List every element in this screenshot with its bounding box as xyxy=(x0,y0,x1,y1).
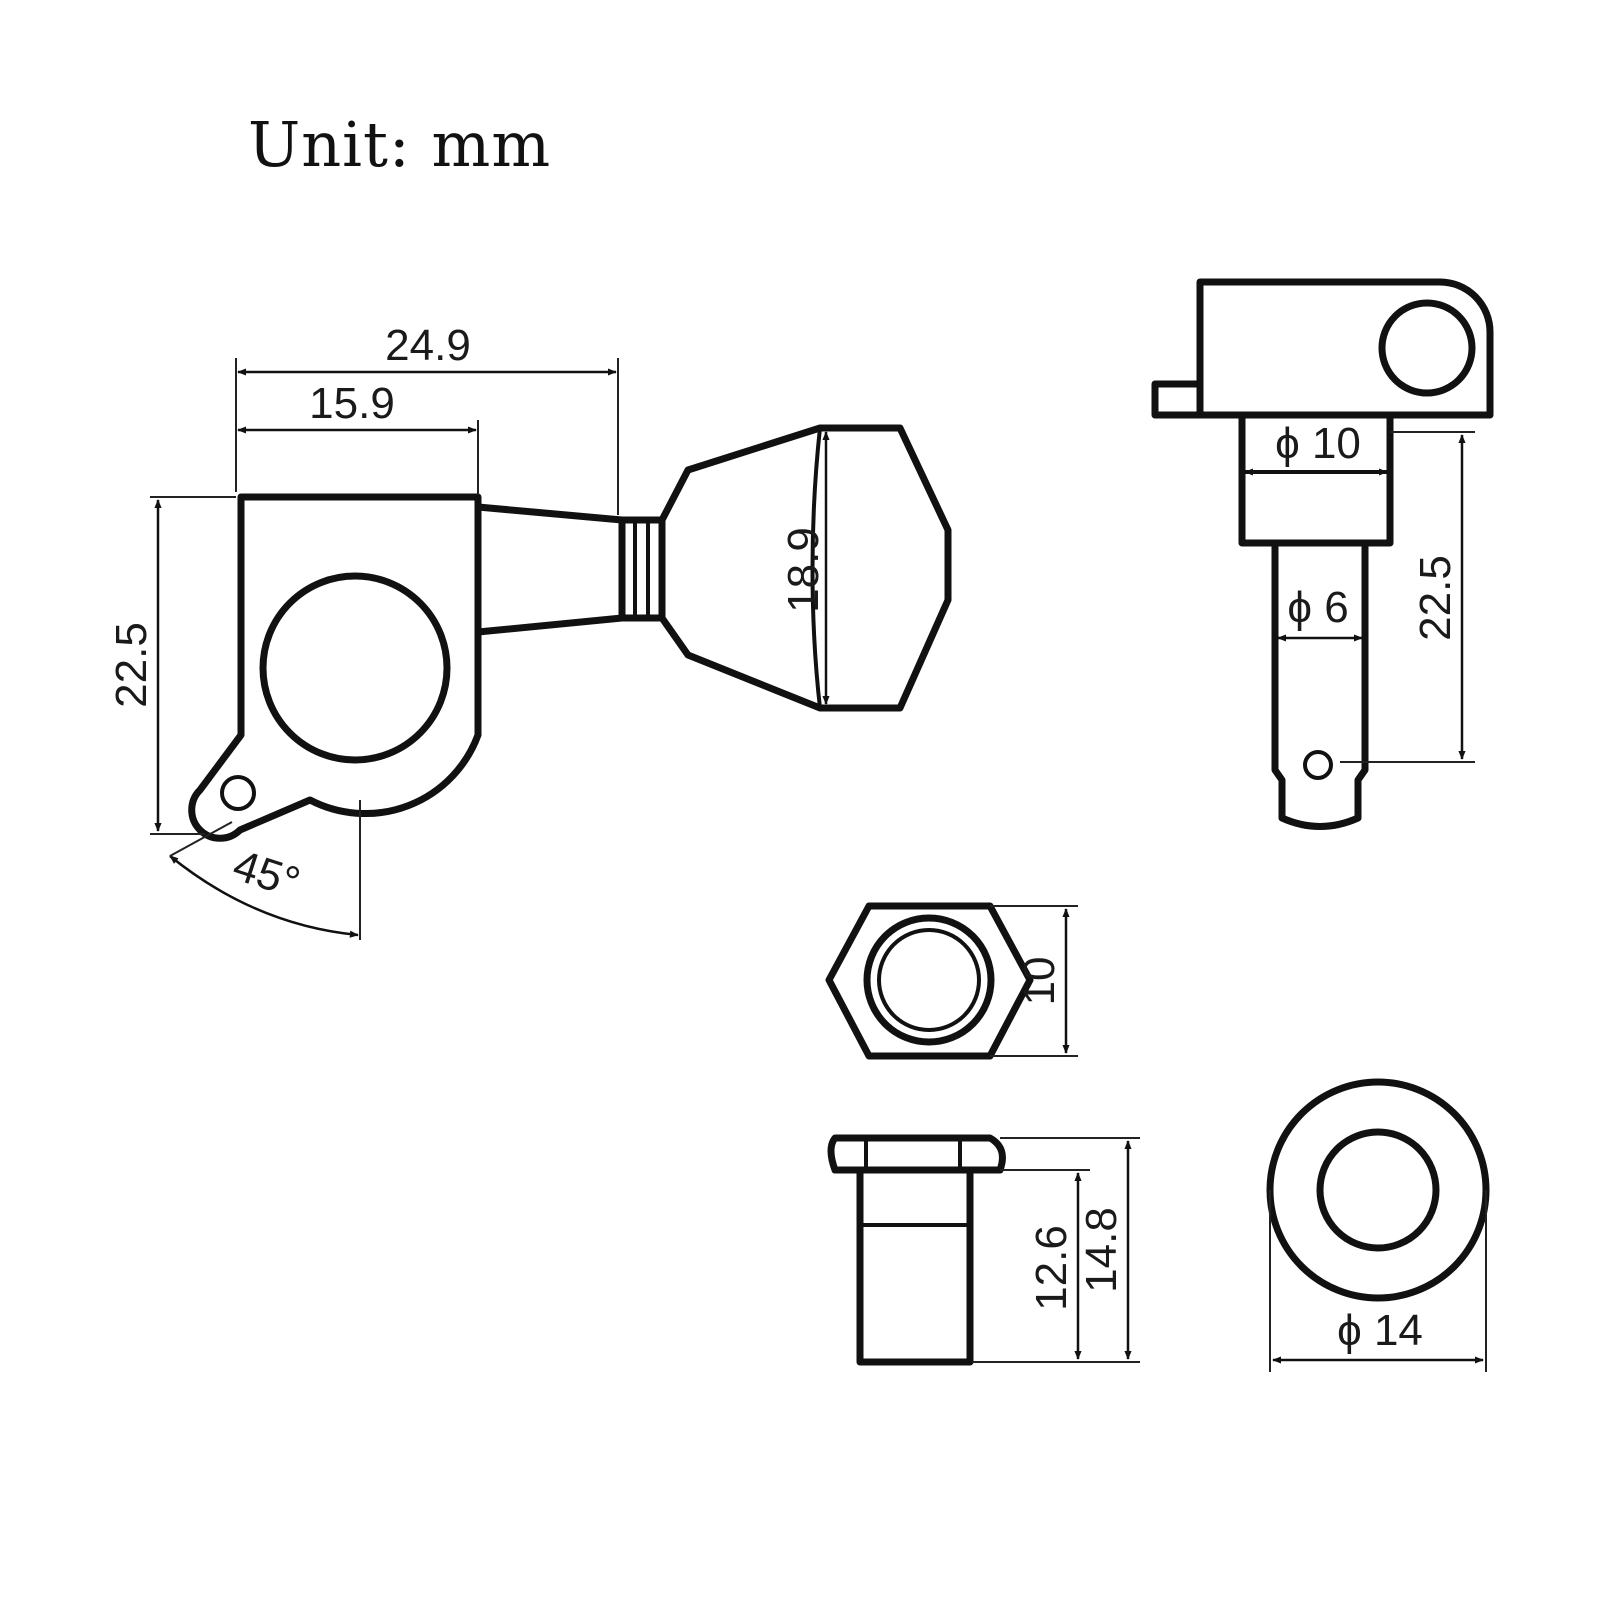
washer xyxy=(1266,1078,1490,1302)
post-housing-hole xyxy=(1378,299,1476,397)
hex-nut-outer-ring xyxy=(863,914,995,1046)
washer-inner xyxy=(1316,1128,1440,1252)
unit-label: Unit: mm xyxy=(248,108,552,181)
washer-dimensions: ϕ 14 xyxy=(1269,1190,1487,1372)
mount-angle-label: 45° xyxy=(227,841,305,908)
shank-length-label: 12.6 xyxy=(1027,1225,1076,1311)
body-width-label: 15.9 xyxy=(309,379,395,428)
overall-length-label: 14.8 xyxy=(1077,1207,1126,1293)
angle-arc xyxy=(169,855,359,938)
post-view-dimensions: ϕ 10 ϕ 6 22.5 xyxy=(1244,419,1475,763)
hex-nut xyxy=(825,902,1034,1060)
post-housing xyxy=(1196,278,1494,419)
tuner-side-view xyxy=(188,424,952,842)
washer-diameter-label: ϕ 14 xyxy=(1337,1306,1423,1355)
bushing-shank xyxy=(856,1166,974,1366)
shaft-collar xyxy=(618,516,666,622)
knob-height-label: 18.9 xyxy=(779,527,828,613)
collar-diameter-label: ϕ 10 xyxy=(1275,419,1361,468)
tuner-post-view xyxy=(1151,278,1494,830)
overall-width-label: 24.9 xyxy=(385,321,471,370)
tuner-shaft xyxy=(474,503,626,636)
tuner-housing xyxy=(188,493,482,842)
body-height-label: 22.5 xyxy=(107,622,156,708)
mounting-screw-hole xyxy=(220,775,256,811)
hex-nut-dimensions: 10 xyxy=(990,905,1078,1057)
bushing-dimensions: 12.6 14.8 xyxy=(972,1137,1140,1363)
bushing-side xyxy=(827,1134,1006,1366)
post-collar xyxy=(1238,411,1394,547)
washer-outer xyxy=(1266,1078,1490,1302)
post-height-label: 22.5 xyxy=(1411,555,1460,641)
post-tab xyxy=(1151,380,1204,419)
nut-size-label: 10 xyxy=(1015,957,1064,1006)
gear-hole xyxy=(259,572,451,764)
side-view-dimensions: 24.9 15.9 22.5 18.9 45° xyxy=(107,321,830,940)
bushing-head xyxy=(827,1134,1006,1174)
post-diameter-label: ϕ 6 xyxy=(1287,583,1348,632)
string-post xyxy=(1271,539,1369,830)
hex-nut-inner-ring xyxy=(877,928,981,1032)
tuner-knob xyxy=(658,424,952,712)
string-post-hole xyxy=(1303,750,1333,780)
